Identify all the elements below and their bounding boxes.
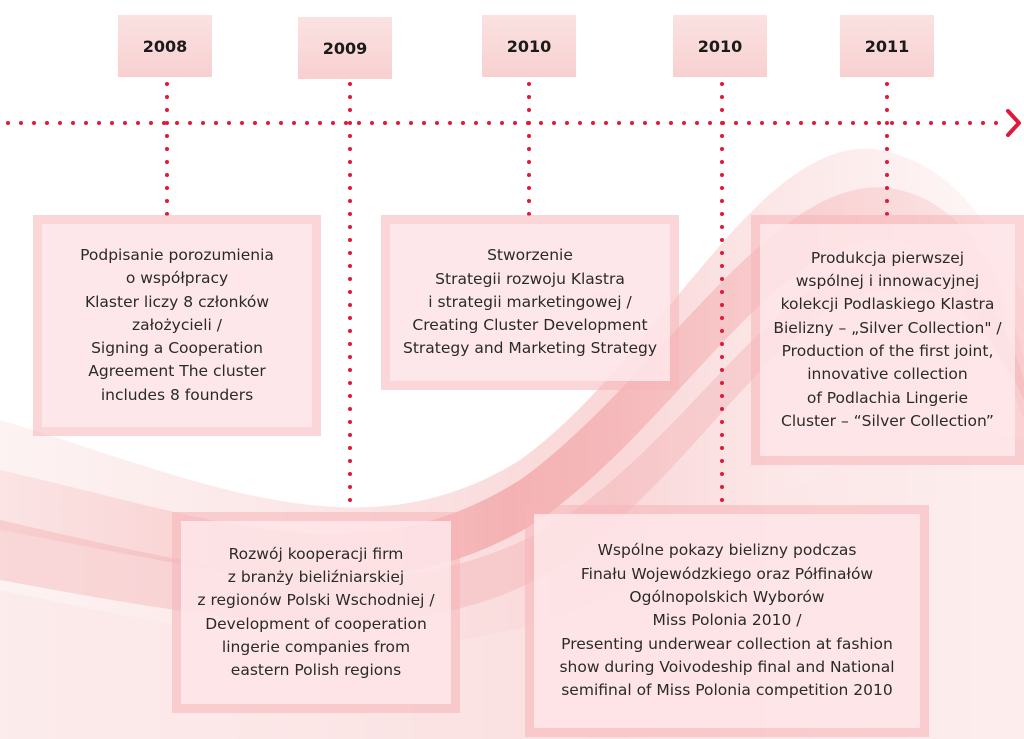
event-text-2009: Rozwój kooperacji firm z branży bieliźni…: [181, 521, 451, 704]
event-text-2010-fashion-show: Wspólne pokazy bielizny podczas Finału W…: [534, 514, 920, 728]
year-label-2009: 2009: [298, 17, 392, 79]
event-box-2010-fashion-show: Wspólne pokazy bielizny podczas Finału W…: [525, 505, 929, 737]
event-box-2009: Rozwój kooperacji firm z branży bieliźni…: [172, 512, 460, 713]
year-label-2010-first: 2010: [482, 15, 576, 77]
chevron-right-icon: [1006, 109, 1021, 137]
event-text-2008: Podpisanie porozumienia o współpracy Kla…: [42, 224, 312, 427]
year-label-2008: 2008: [118, 15, 212, 77]
event-box-2010-strategy: Stworzenie Strategii rozwoju Klastra i s…: [381, 215, 679, 390]
event-box-2008: Podpisanie porozumienia o współpracy Kla…: [33, 215, 321, 436]
event-text-2010-strategy: Stworzenie Strategii rozwoju Klastra i s…: [390, 224, 670, 381]
event-text-2011: Produkcja pierwszej wspólnej i innowacyj…: [760, 224, 1015, 456]
event-box-2011: Produkcja pierwszej wspólnej i innowacyj…: [751, 215, 1024, 465]
year-label-2011: 2011: [840, 15, 934, 77]
year-label-2010-second: 2010: [673, 15, 767, 77]
